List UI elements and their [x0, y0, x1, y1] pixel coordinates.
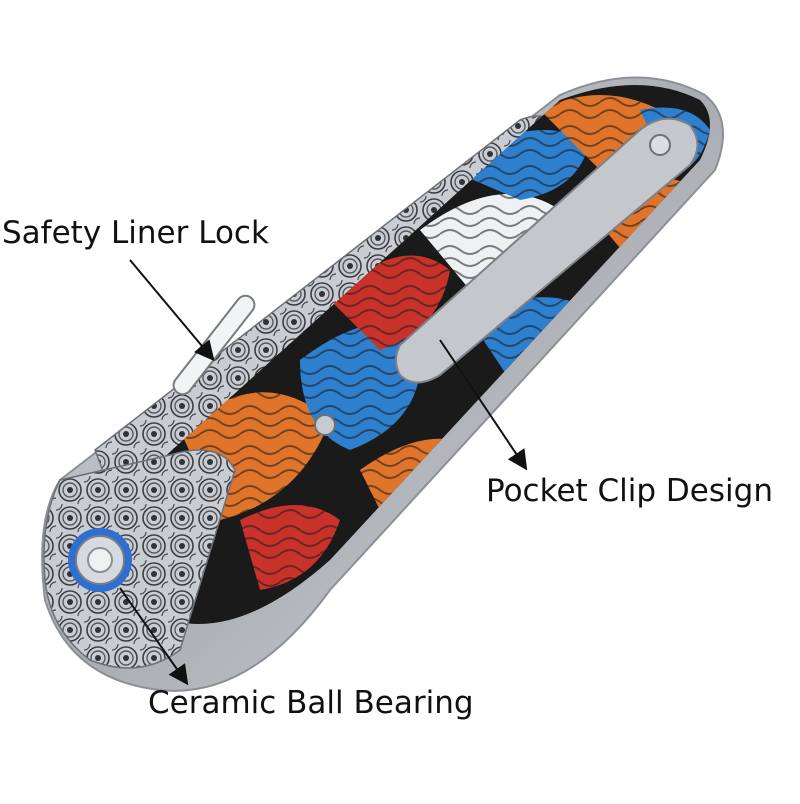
- ceramic-ball-bearing-label: Ceramic Ball Bearing: [148, 685, 474, 721]
- safety-liner-lock-label: Safety Liner Lock: [2, 215, 269, 251]
- pocket-clip-design-label: Pocket Clip Design: [486, 473, 773, 509]
- handle-screw: [314, 414, 336, 436]
- liner-lock-arrow: [129, 259, 215, 362]
- pocket-clip: [395, 117, 699, 384]
- pivot-bearing: [68, 528, 132, 592]
- damascus-bolster: [43, 449, 236, 669]
- pocket-clip-arrow: [439, 339, 528, 471]
- ball-bearing-arrow: [119, 587, 189, 686]
